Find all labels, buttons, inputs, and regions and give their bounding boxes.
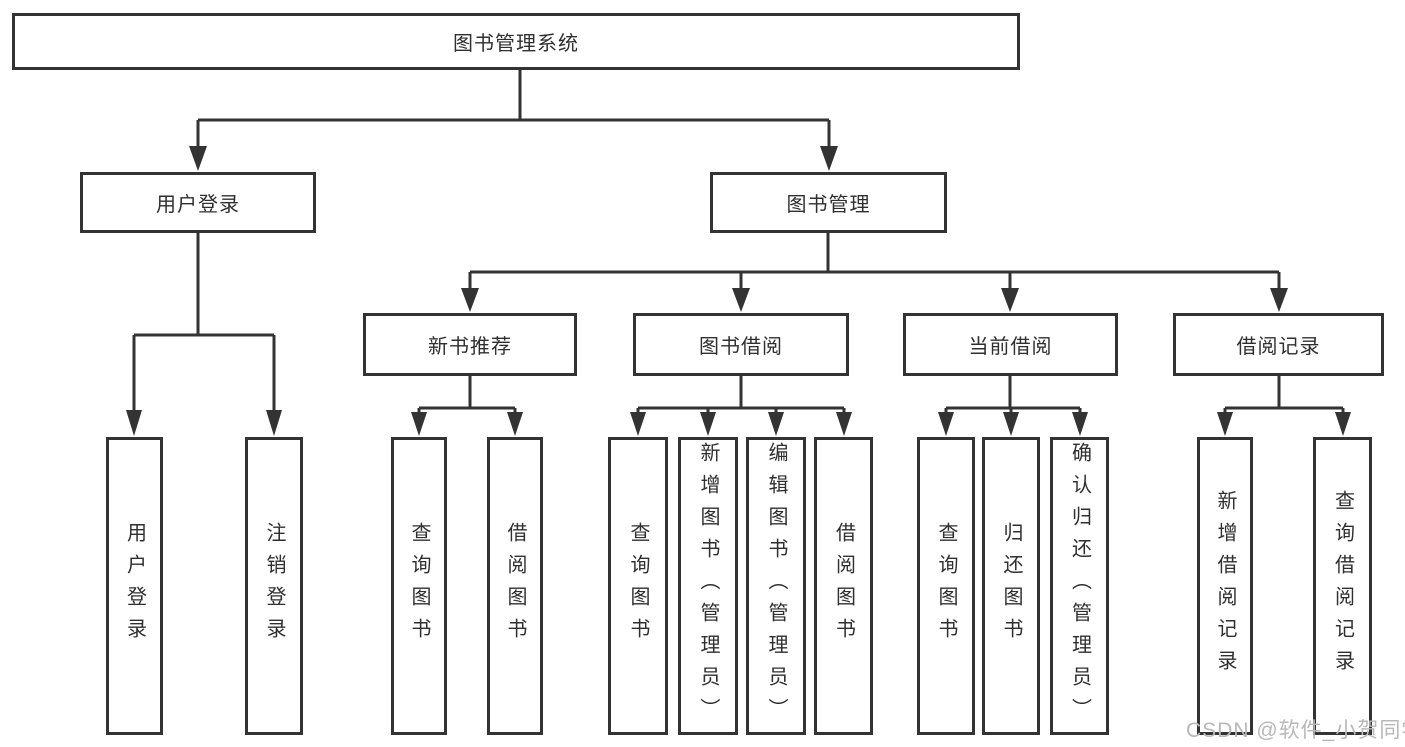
node-leaf-logout-label: 注销登录 (263, 522, 285, 650)
node-leaf-return-books-label: 归还图书 (1000, 522, 1022, 650)
node-leaf-borrow-books-label: 借阅图书 (832, 522, 855, 650)
node-leaf-user-login: 用户登录 (106, 437, 163, 735)
watermark: CSDN @软件_小贺同学 (1186, 719, 1405, 742)
node-current-borrow-label: 当前借阅 (968, 336, 1053, 358)
node-user-login: 用户登录 (80, 172, 316, 233)
node-leaf-logout: 注销登录 (245, 437, 303, 735)
node-leaf-borrow-books-recommend: 借阅图书 (487, 437, 543, 735)
node-leaf-borrow-books-recommend-label: 借阅图书 (504, 522, 526, 650)
node-leaf-query-books-recommend: 查询图书 (391, 437, 447, 735)
node-leaf-confirm-return-admin-label: 确认归还（管理员） (1068, 442, 1091, 730)
arrowheads (126, 146, 1351, 436)
node-current-borrow: 当前借阅 (903, 313, 1118, 376)
node-leaf-user-login-label: 用户登录 (123, 522, 146, 650)
node-root-label: 图书管理系统 (453, 33, 579, 55)
node-book-borrow: 图书借阅 (633, 313, 849, 376)
node-leaf-borrow-books: 借阅图书 (814, 437, 873, 735)
node-leaf-query-books-borrow: 查询图书 (608, 437, 668, 735)
node-leaf-return-books: 归还图书 (982, 437, 1040, 735)
node-leaf-confirm-return-admin: 确认归还（管理员） (1050, 437, 1109, 735)
node-leaf-query-books-recommend-label: 查询图书 (408, 522, 430, 650)
node-leaf-query-books-borrow-label: 查询图书 (627, 522, 649, 650)
node-book-borrow-label: 图书借阅 (699, 336, 783, 358)
node-leaf-query-books-current-label: 查询图书 (935, 522, 957, 650)
node-leaf-query-borrow-record-label: 查询借阅记录 (1331, 490, 1354, 682)
node-root: 图书管理系统 (12, 13, 1020, 70)
node-leaf-add-books-admin-label: 新增图书（管理员） (697, 442, 719, 730)
node-user-login-label: 用户登录 (156, 194, 240, 216)
node-leaf-add-borrow-record: 新增借阅记录 (1197, 437, 1253, 735)
node-new-book-recommend-label: 新书推荐 (428, 336, 512, 358)
node-leaf-query-borrow-record: 查询借阅记录 (1313, 437, 1372, 735)
node-new-book-recommend: 新书推荐 (363, 313, 577, 376)
node-leaf-edit-books-admin-label: 编辑图书（管理员） (765, 442, 787, 730)
node-book-management: 图书管理 (710, 172, 947, 233)
node-leaf-add-books-admin: 新增图书（管理员） (678, 437, 738, 735)
node-borrow-records: 借阅记录 (1173, 313, 1384, 376)
node-leaf-edit-books-admin: 编辑图书（管理员） (746, 437, 806, 735)
node-book-management-label: 图书管理 (786, 194, 871, 216)
node-leaf-query-books-current: 查询图书 (917, 437, 975, 735)
node-borrow-records-label: 借阅记录 (1236, 336, 1321, 358)
node-leaf-add-borrow-record-label: 新增借阅记录 (1214, 490, 1236, 682)
